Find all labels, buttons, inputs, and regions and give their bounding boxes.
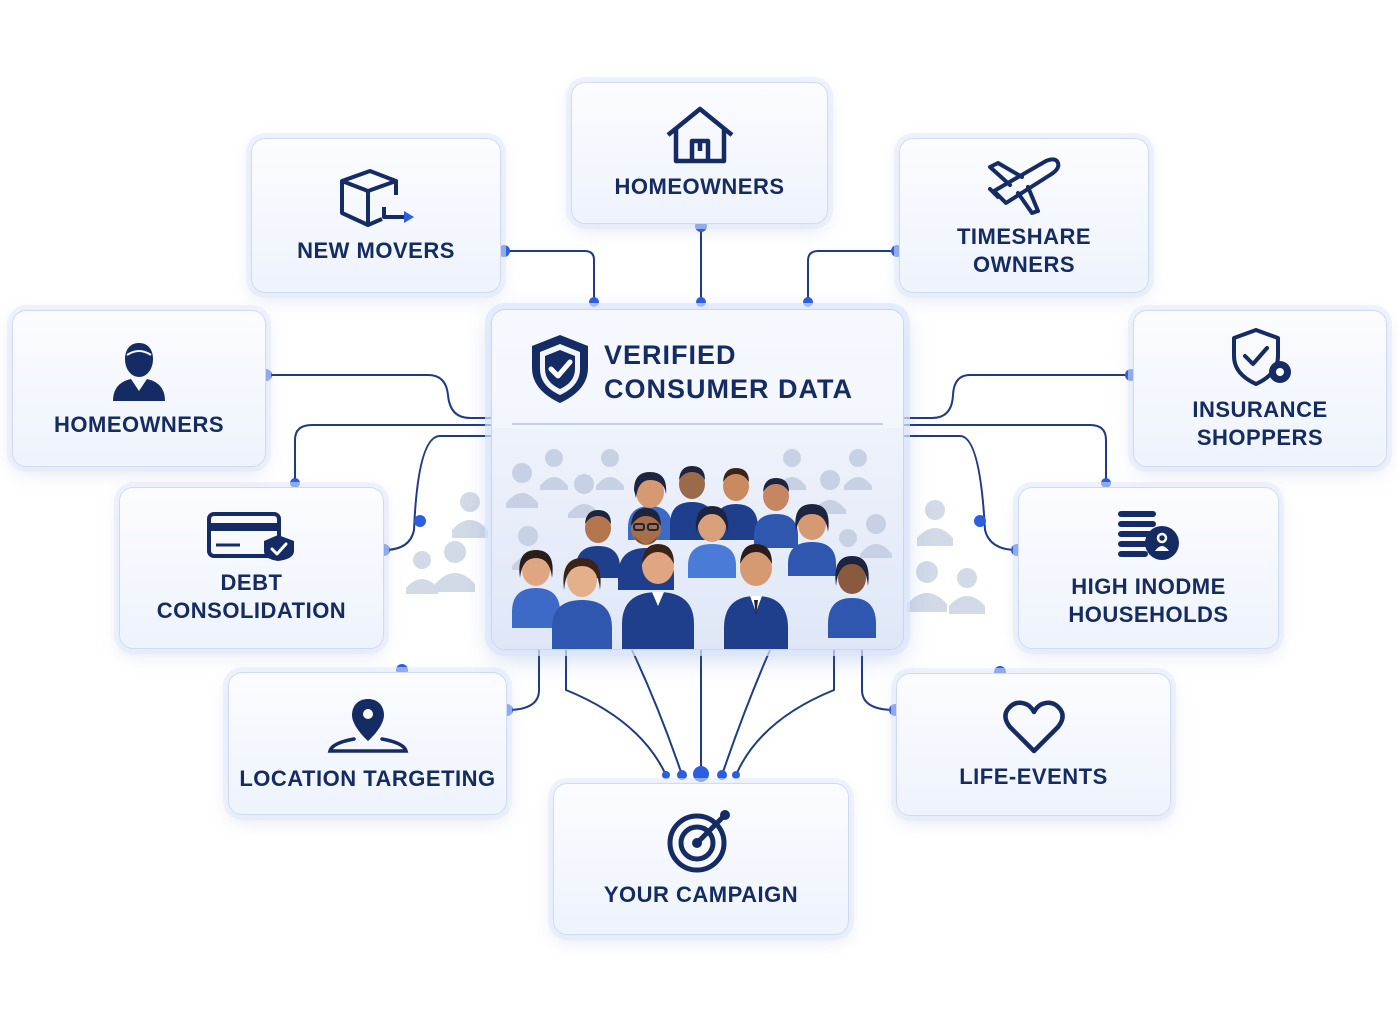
segment-label: HOMEOWNERS [54,411,224,437]
shield-check-icon [532,335,588,403]
segment-label: DEBT CONSOLIDATION [156,570,347,623]
shield-check-icon [1232,327,1291,386]
segment-homeowners-top: HOMEOWNERS [571,82,828,224]
segment-new-movers: NEW MOVERS [251,138,501,293]
panel-header: VERIFIED CONSUMER DATA [492,310,903,422]
segment-label: HOMEOWNERS [614,174,785,199]
people-front-row [512,544,876,649]
background-people-left [406,492,488,594]
heart-icon [1002,700,1065,753]
target-label: YOUR CAMPAIGN [603,882,799,907]
airplane-icon [988,156,1061,215]
segment-high-income-households: HIGH INODME HOUSEHOLDS [1018,487,1279,649]
segment-insurance-shoppers: INSURANCE SHOPPERS [1133,310,1387,467]
segment-label: INSURANCE SHOPPERS [1192,396,1328,450]
target-icon [667,810,730,873]
house-icon [666,106,733,164]
divider [512,423,883,425]
segment-label: NEW MOVERS [297,237,455,263]
person-icon [113,342,165,401]
map-pin-icon [327,698,408,753]
segment-debt-consolidation: DEBT CONSOLIDATION [119,487,384,649]
target-your-campaign: YOUR CAMPAIGN [553,783,849,935]
credit-card-icon [206,512,294,561]
moving-box-icon [340,168,414,227]
segment-location-targeting: LOCATION TARGETING [228,672,507,815]
segment-timeshare-owners: TIMESHARE OWNERS [899,138,1149,293]
segment-life-events: LIFE-EVENTS [896,673,1171,816]
segment-label: HIGH INODME HOUSEHOLDS [1068,574,1229,627]
coin-stack-icon [1117,511,1179,560]
background-people-right [907,500,985,614]
segment-label: LIFE-EVENTS [959,763,1108,789]
consumer-crowd-illustration [492,428,903,649]
verified-consumer-data-panel: VERIFIED CONSUMER DATA [491,309,904,650]
segment-label: LOCATION TARGETING [239,765,496,791]
segment-homeowners-left: HOMEOWNERS [12,310,266,467]
segment-label: TIMESHARE OWNERS [956,223,1092,277]
panel-title: VERIFIED CONSUMER DATA [604,340,853,404]
